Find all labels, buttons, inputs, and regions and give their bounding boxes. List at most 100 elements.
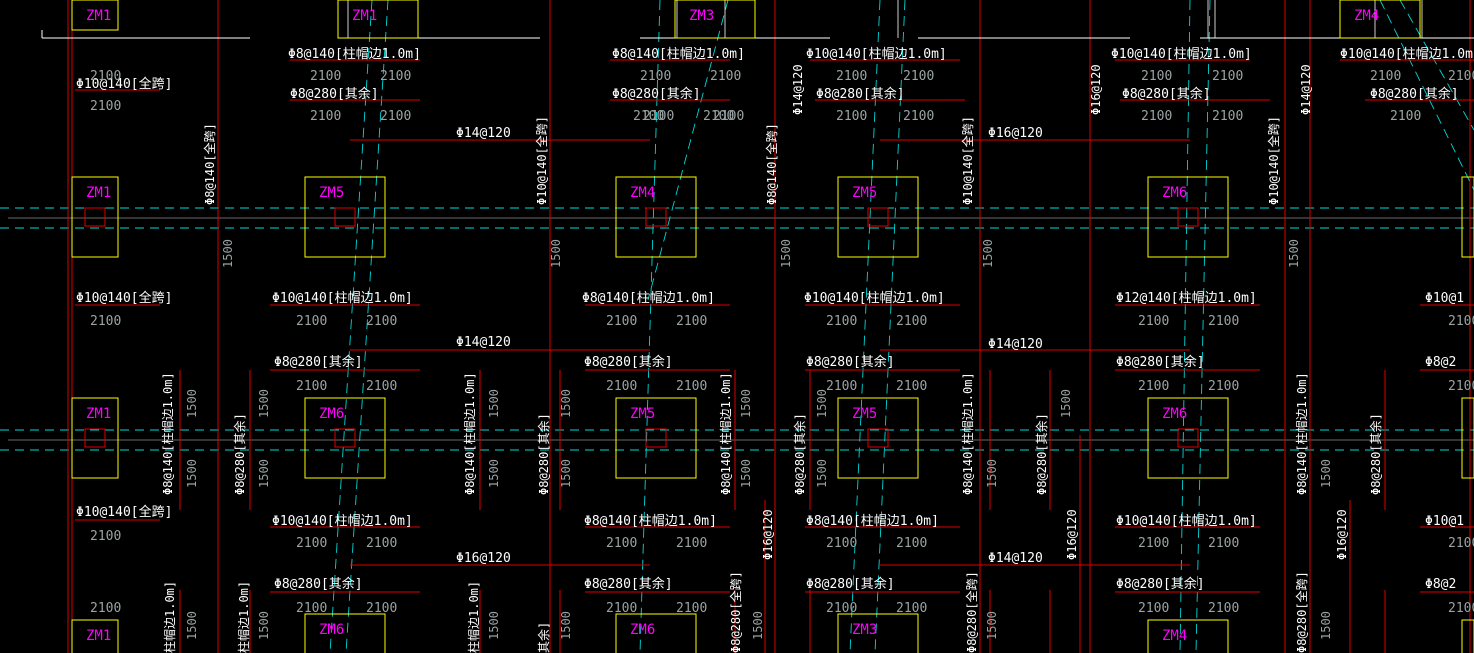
rebar-label: Φ8@280[其余] [1116,576,1205,592]
dimension-label-vertical: 1500 [815,459,829,488]
dimension-label-vertical: 1500 [1287,239,1301,268]
column-pad [837,613,919,653]
column-pad [615,176,697,258]
rebar-label: Φ10@140[柱帽边1.0m] [1116,513,1257,529]
rebar-label: Φ8@280[其余] [1122,86,1211,102]
pad-label: ZM1 [86,406,111,422]
dimension-label-vertical: 1500 [985,611,999,640]
dimension-label: 2100 [703,109,734,124]
dimension-label: 2100 [896,314,927,329]
dimension-label-vertical: 1500 [185,459,199,488]
pad-label: ZM6 [319,622,344,638]
dimension-label: 2100 [1212,109,1243,124]
diagonal-axis [647,0,729,301]
rebar-label-vertical: 柱帽边1.0m] [236,581,251,653]
rebar-label: Φ8@140[柱帽边1.0m] [584,513,717,529]
dimension-label: 2100 [1208,601,1239,616]
diagonal-axis [1179,0,1191,653]
dimension-label: 2100 [710,69,741,84]
column-pad [71,397,119,479]
dimension-label: 2100 [1208,379,1239,394]
diagonal-axis [1195,0,1211,653]
rebar-label-vertical: Φ8@280[其余] [1034,413,1049,495]
dimension-label: 2100 [296,536,327,551]
diagonal-axis [849,0,881,653]
dimension-label: 2100 [1138,314,1169,329]
dimension-label-vertical: 1500 [559,389,573,418]
pad-label: ZM6 [1162,185,1187,201]
dimension-label: 2100 [606,601,637,616]
rebar-label: Φ14@120 [456,335,511,350]
dimension-label: 2100 [633,109,664,124]
dimension-label: 2100 [640,69,671,84]
dimension-label-vertical: 1500 [487,389,501,418]
pad-label: ZM5 [852,185,877,201]
rebar-label-vertical: Φ16@120 [1089,64,1103,115]
dimension-label-vertical: 1500 [981,239,995,268]
dimension-label-vertical: 1500 [779,239,793,268]
dimension-label: 2100 [903,109,934,124]
column-pad [304,613,386,653]
dimension-label: 2100 [296,601,327,616]
rebar-label-vertical: Φ8@280[全跨] [964,571,979,653]
dimension-label: 2100 [836,69,867,84]
column-core [1177,428,1199,448]
rebar-label: Φ8@140[柱帽边1.0m] [612,46,745,62]
dimension-label: 2100 [1208,536,1239,551]
dimension-label: 2100 [1208,314,1239,329]
dimension-label: 2100 [1141,69,1172,84]
dimension-label: 2100 [1448,601,1474,616]
column-core [867,207,889,227]
dimension-label-vertical: 1500 [257,459,271,488]
dimension-label-vertical: 1500 [559,611,573,640]
dimension-label: 2100 [826,601,857,616]
column-core [84,428,106,448]
pad-label: ZM1 [86,185,111,201]
column-pad [304,397,386,479]
rebar-label-vertical: Φ10@140[全跨] [960,116,975,205]
pad-label: ZM1 [86,8,111,24]
rebar-label: Φ8@280[其余] [806,354,895,370]
dimension-label: 2100 [1138,379,1169,394]
dimension-label: 2100 [380,69,411,84]
pad-label: ZM4 [630,185,655,201]
dimension-label-vertical: 1500 [487,611,501,640]
rebar-label-vertical: Φ8@140[全跨] [764,123,779,205]
rebar-label: Φ8@280[其余] [806,576,895,592]
rebar-label: Φ10@140[柱帽边1.0m] [272,513,413,529]
rebar-label-vertical: Φ8@140[柱帽边1.0m] [1294,372,1309,495]
rebar-label: Φ8@280[其余] [1116,354,1205,370]
rebar-label: Φ10@140[全跨] [76,290,172,306]
dimension-label: 2100 [896,601,927,616]
column-pad [1147,619,1229,653]
dimension-label-vertical: 1500 [185,611,199,640]
rebar-label-vertical: 柱帽边1.0m] [162,581,177,653]
column-core [334,207,356,227]
pad-label: ZM5 [319,185,344,201]
dimension-label: 2100 [606,536,637,551]
dimension-label: 2100 [1448,379,1474,394]
rebar-label-vertical: Φ16@120 [1065,509,1079,560]
pad-label: ZM4 [1162,628,1187,644]
rebar-label-vertical: Φ8@280[全跨] [728,571,743,653]
dimension-label-vertical: 1500 [739,389,753,418]
column-pad [1147,397,1229,479]
rebar-label-vertical: Φ14@120 [1299,64,1313,115]
column-pad [71,176,119,258]
rebar-label: Φ16@120 [456,551,511,566]
rebar-label: Φ14@120 [988,551,1043,566]
dimension-label-vertical: 1500 [221,239,235,268]
column-pad [837,397,919,479]
diagonal-axis [1379,0,1474,191]
rebar-label: Φ8@2 [1425,355,1456,370]
dimension-label: 2100 [310,109,341,124]
dimension-label: 2100 [1138,536,1169,551]
column-pad [337,0,419,39]
column-pad [615,397,697,479]
rebar-label: Φ10@140[柱帽边1.0m] [272,290,413,306]
column-core [1177,207,1199,227]
rebar-label: Φ10@1 [1425,514,1464,529]
